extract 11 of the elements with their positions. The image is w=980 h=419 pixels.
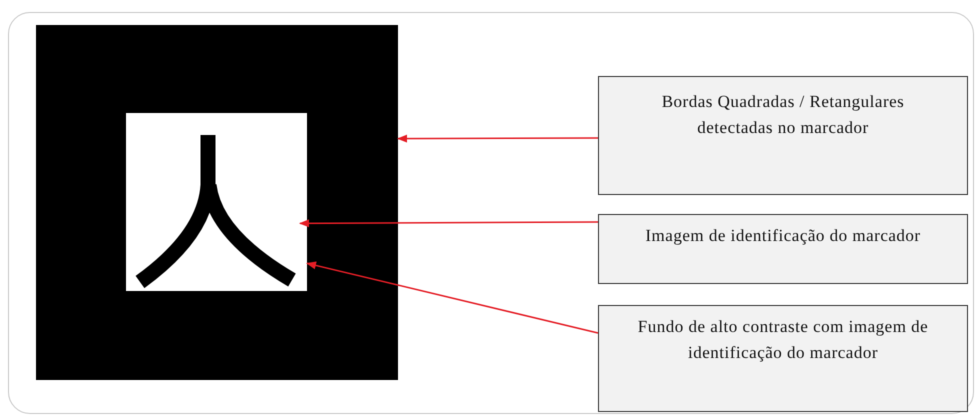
label-box [598, 214, 968, 284]
arrow [306, 262, 598, 334]
arrow [397, 134, 598, 143]
label-box [598, 76, 968, 195]
marker-background [126, 113, 307, 291]
box-text: Bordas Quadradas / Retangulares detectadas no marcador [660, 91, 906, 139]
box-text: Imagem de identificação do marcador [645, 225, 921, 247]
label-box [598, 305, 968, 412]
arrow [299, 219, 598, 228]
box-text: Fundo de alto contraste com imagem de identificação do marcador [636, 316, 930, 364]
marker-border [36, 25, 398, 380]
